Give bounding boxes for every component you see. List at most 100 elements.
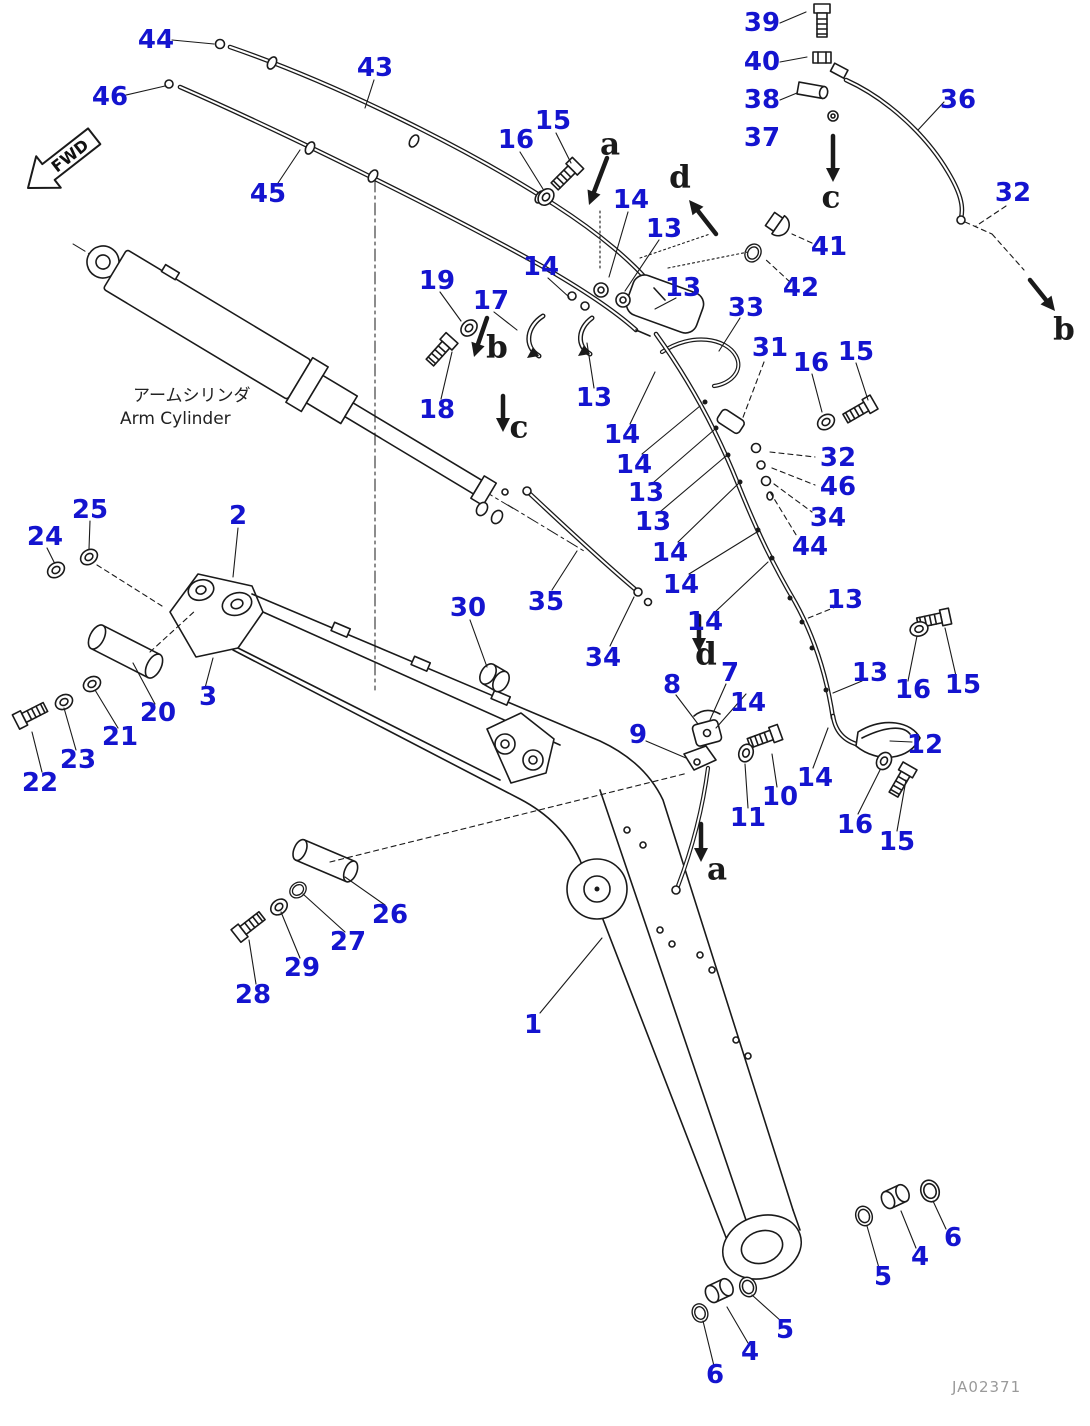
part-callout-14: 14 bbox=[662, 570, 700, 600]
tube-45 bbox=[164, 79, 639, 333]
part-callout-13: 13 bbox=[645, 214, 683, 244]
section-arrows bbox=[471, 133, 1055, 862]
fwd-arrow: FWD bbox=[27, 127, 102, 189]
part-callout-37: 37 bbox=[743, 123, 781, 153]
part-callout-32: 32 bbox=[994, 178, 1032, 208]
hose-lower bbox=[671, 765, 711, 895]
arm-cylinder-label-jp: アームシリンダ bbox=[133, 386, 251, 406]
part-callout-16: 16 bbox=[792, 348, 830, 378]
part-callout-14: 14 bbox=[651, 538, 689, 568]
part-callout-5: 5 bbox=[775, 1315, 795, 1345]
part-callout-27: 27 bbox=[329, 927, 367, 957]
part-callout-10: 10 bbox=[761, 782, 799, 812]
part-callout-13: 13 bbox=[627, 478, 665, 508]
part-callout-14: 14 bbox=[686, 607, 724, 637]
tip-pin-group bbox=[11, 545, 164, 730]
part-callout-26: 26 bbox=[371, 900, 409, 930]
part-callout-16: 16 bbox=[497, 125, 535, 155]
part-callout-29: 29 bbox=[283, 953, 321, 983]
drawing-number-watermark: JA02371 bbox=[952, 1378, 1022, 1396]
part-callout-13: 13 bbox=[634, 507, 672, 537]
part-callout-1: 1 bbox=[523, 1010, 543, 1040]
part-callout-21: 21 bbox=[101, 722, 139, 752]
part-callout-34: 34 bbox=[584, 643, 622, 673]
part-callout-23: 23 bbox=[59, 745, 97, 775]
part-callout-6: 6 bbox=[705, 1360, 725, 1390]
part-callout-11: 11 bbox=[729, 803, 767, 833]
part-callout-22: 22 bbox=[21, 768, 59, 798]
plug-41-oring-42 bbox=[741, 211, 790, 266]
part-callout-24: 24 bbox=[26, 522, 64, 552]
part-callout-30: 30 bbox=[449, 593, 487, 623]
part-callout-16: 16 bbox=[836, 810, 874, 840]
part-callout-18: 18 bbox=[418, 395, 456, 425]
part-callout-38: 38 bbox=[743, 85, 781, 115]
part-callout-13: 13 bbox=[664, 273, 702, 303]
section-letter-c: c bbox=[509, 409, 529, 446]
part-callout-8: 8 bbox=[662, 670, 682, 700]
section-letter-b: b bbox=[1053, 311, 1075, 348]
part-callout-44: 44 bbox=[137, 25, 175, 55]
part-callout-31: 31 bbox=[751, 333, 789, 363]
part-callout-40: 40 bbox=[743, 47, 781, 77]
part-callout-41: 41 bbox=[810, 232, 848, 262]
part-callout-39: 39 bbox=[743, 8, 781, 38]
part-callout-4: 4 bbox=[740, 1337, 760, 1367]
part-callout-44: 44 bbox=[791, 532, 829, 562]
section-letter-a: a bbox=[599, 126, 621, 163]
part-callout-14: 14 bbox=[612, 185, 650, 215]
clamp-block-group bbox=[683, 709, 784, 771]
part-callout-7: 7 bbox=[720, 658, 740, 688]
leader-lines bbox=[31, 11, 1025, 1367]
mid-pin-group bbox=[230, 838, 359, 944]
section-letter-a: a bbox=[706, 851, 728, 888]
part-callout-16: 16 bbox=[894, 675, 932, 705]
section-letter-c: c bbox=[821, 179, 841, 216]
hose-35 bbox=[522, 486, 653, 607]
section-letter-d: d bbox=[695, 636, 717, 673]
part-callout-28: 28 bbox=[234, 980, 272, 1010]
part-callout-3: 3 bbox=[198, 682, 218, 712]
boom-weldment bbox=[169, 573, 803, 1280]
arm-cylinder bbox=[72, 243, 514, 525]
part-callout-5: 5 bbox=[873, 1262, 893, 1292]
part-callout-14: 14 bbox=[796, 763, 834, 793]
part-callout-32: 32 bbox=[819, 443, 857, 473]
part-callout-33: 33 bbox=[727, 293, 765, 323]
arm-cylinder-label-en: Arm Cylinder bbox=[120, 409, 231, 429]
part-callout-15: 15 bbox=[944, 670, 982, 700]
part-callout-4: 4 bbox=[910, 1242, 930, 1272]
part-callout-2: 2 bbox=[228, 501, 248, 531]
part-callout-46: 46 bbox=[819, 472, 857, 502]
part-callout-34: 34 bbox=[809, 503, 847, 533]
part-callout-14: 14 bbox=[522, 252, 560, 282]
part-callout-25: 25 bbox=[71, 495, 109, 525]
part-callout-46: 46 bbox=[91, 82, 129, 112]
part-callout-45: 45 bbox=[249, 179, 287, 209]
part-callout-13: 13 bbox=[575, 383, 613, 413]
part-callout-13: 13 bbox=[851, 658, 889, 688]
part-callout-14: 14 bbox=[603, 420, 641, 450]
section-letter-b: b bbox=[486, 329, 508, 366]
part-callout-6: 6 bbox=[943, 1223, 963, 1253]
section-letter-d: d bbox=[669, 159, 691, 196]
part-callout-14: 14 bbox=[615, 450, 653, 480]
fitting-hardware-column bbox=[796, 3, 839, 122]
part-callout-13: 13 bbox=[826, 585, 864, 615]
bushing-30 bbox=[479, 663, 510, 693]
part-callout-15: 15 bbox=[837, 337, 875, 367]
part-callout-12: 12 bbox=[906, 730, 944, 760]
tube-43 bbox=[214, 38, 657, 291]
part-callout-15: 15 bbox=[534, 106, 572, 136]
part-callout-14: 14 bbox=[729, 688, 767, 718]
hose-36 bbox=[829, 62, 966, 225]
part-callout-9: 9 bbox=[628, 720, 648, 750]
part-callout-15: 15 bbox=[878, 827, 916, 857]
boom-pipe-bundle bbox=[653, 331, 921, 759]
part-callout-42: 42 bbox=[782, 273, 820, 303]
part-callout-19: 19 bbox=[418, 266, 456, 296]
part-callout-35: 35 bbox=[527, 587, 565, 617]
part-callout-20: 20 bbox=[139, 698, 177, 728]
